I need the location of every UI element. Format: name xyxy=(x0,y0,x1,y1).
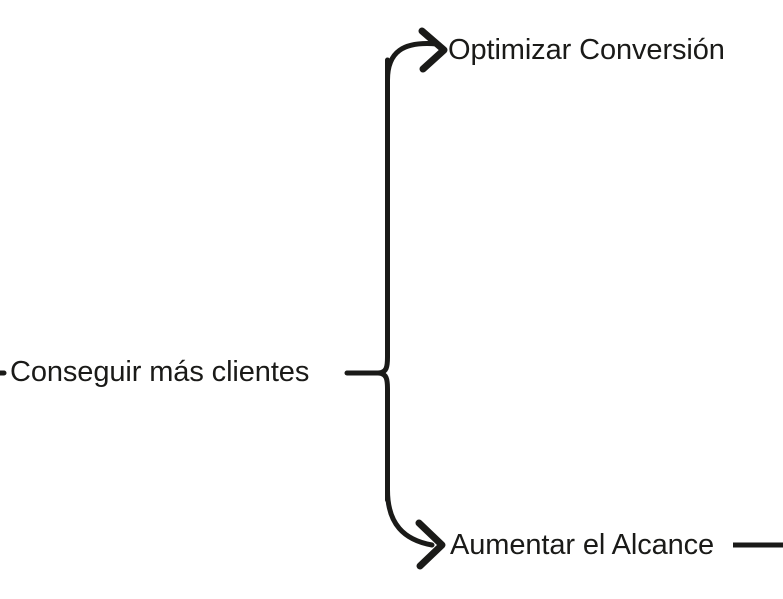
node-label-root: Conseguir más clientes xyxy=(10,356,310,388)
node-label-optimizar-conversion: Optimizar Conversión xyxy=(448,34,725,66)
node-label-aumentar-el-alcance: Aumentar el Alcance xyxy=(450,529,715,561)
brace-splitter-lower xyxy=(375,370,390,503)
branch-top-arrowhead-icon xyxy=(418,27,448,73)
branch-bottom-arrowhead-icon xyxy=(415,519,446,570)
brace-splitter-upper xyxy=(375,57,390,376)
branch-top-connector xyxy=(385,41,440,83)
branch-bottom-connector xyxy=(385,487,435,548)
